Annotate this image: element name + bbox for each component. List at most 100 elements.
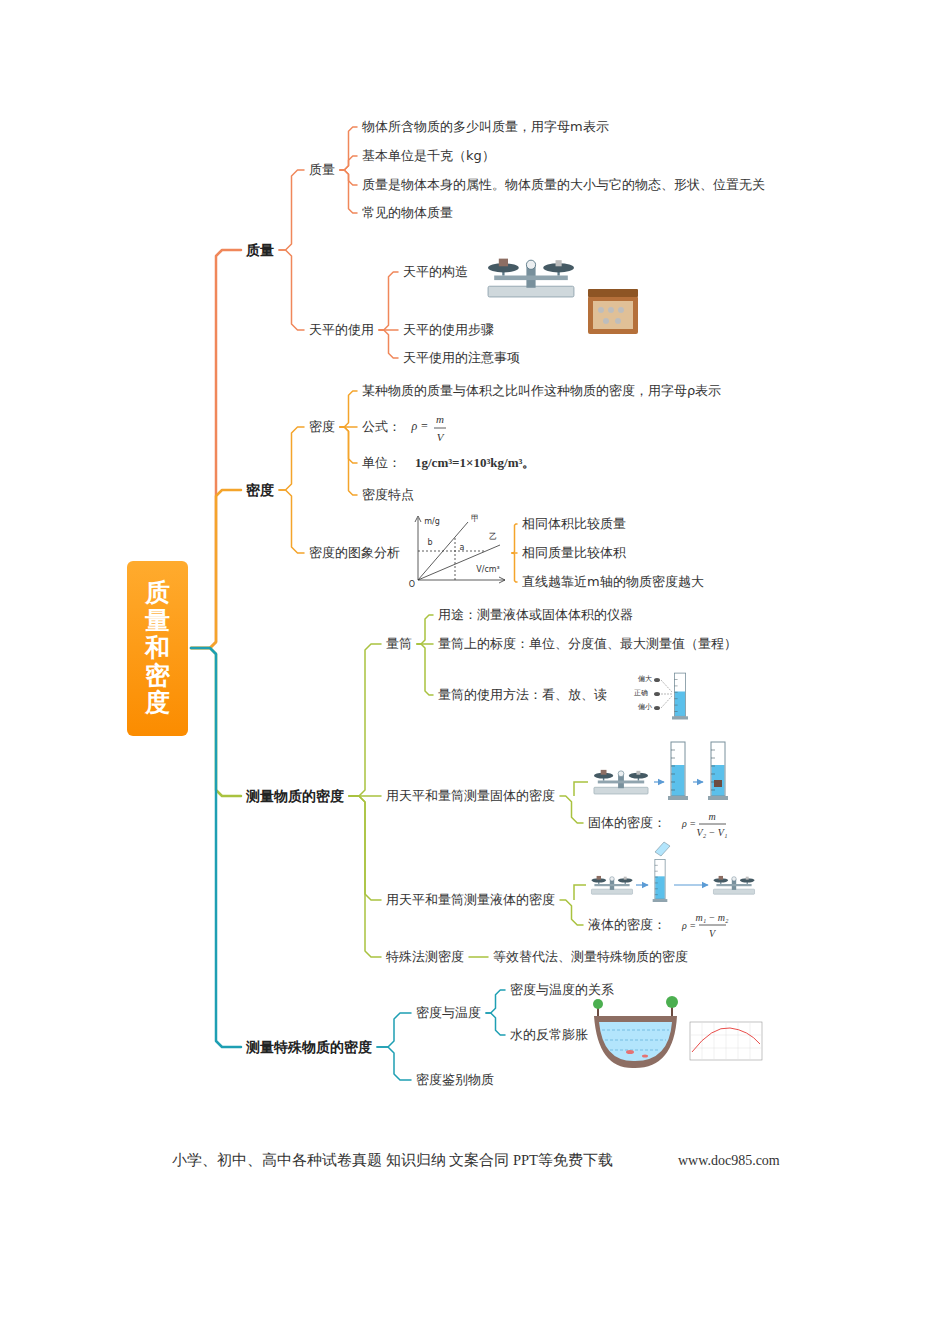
formula-text: m — [708, 811, 715, 822]
node-text: 质量 — [309, 162, 335, 177]
figure-label: a — [460, 544, 465, 553]
subtopic: 相同质量比较体积 — [520, 544, 628, 563]
node-text: 量筒上的标度：单位、分度值、最大测量值（量程） — [438, 636, 737, 651]
subtopic: 常见的物体质量 — [360, 204, 455, 223]
figure-label: V/cm³ — [476, 566, 500, 575]
branch-connector — [340, 391, 357, 427]
branch-connector — [377, 1047, 411, 1080]
water-anomaly-picture — [593, 996, 762, 1068]
subtopic: 相同体积比较质量 — [520, 515, 628, 534]
node-text: 质量和密度 — [145, 579, 170, 717]
branch-connector — [279, 490, 304, 553]
node-text: 公式： — [362, 419, 401, 434]
cylinder-reading — [654, 673, 688, 719]
cylinder-reading-part — [672, 673, 688, 719]
subtopic: 直线越靠近m轴的物质密度越大 — [520, 573, 706, 592]
branch-connector — [486, 1013, 505, 1035]
formula-text: ρ = — [412, 420, 429, 433]
liquid-measure-pictures-part — [653, 859, 668, 902]
liquid-measure-pictures-part — [674, 884, 708, 885]
subtopic: 天平使用的注意事项 — [401, 349, 522, 368]
root-topic: 质量和密度 — [127, 561, 188, 736]
node-text: 天平使用的注意事项 — [403, 350, 520, 365]
liquid-measure-pictures-part — [574, 885, 586, 900]
water-anomaly-picture-part — [690, 1022, 762, 1060]
main-branch: 质量 — [244, 240, 276, 260]
balance-picture-part — [488, 259, 574, 297]
node-text: 天平的使用 — [309, 322, 374, 337]
formula-text: m₁ − m₂ — [695, 912, 728, 923]
branch-connector — [417, 615, 433, 644]
balance-picture-part — [593, 301, 633, 329]
node-text: 用天平和量筒测量固体的密度 — [386, 788, 555, 803]
solid-measure-pictures-part — [714, 780, 722, 787]
density-graph — [415, 516, 505, 583]
subtopic: 基本单位是千克（kg） — [360, 147, 497, 166]
node-text: 密度鉴别物质 — [416, 1072, 494, 1087]
balance-picture-part — [598, 307, 604, 313]
branch-connector — [512, 524, 517, 553]
node-text: 常见的物体质量 — [362, 205, 453, 220]
main-branch: 测量特殊物质的密度 — [244, 1037, 374, 1057]
balance-picture-part — [588, 296, 638, 334]
water-anomaly-picture-part — [602, 1030, 669, 1050]
figure-label: 正确 — [634, 690, 648, 698]
figure-label: b — [427, 539, 432, 548]
subtopic: 量筒的使用方法：看、放、读 — [436, 686, 609, 705]
water-anomaly-picture-part — [642, 1055, 648, 1058]
branch-connector — [349, 644, 381, 796]
subtopic: 密度 — [307, 418, 337, 437]
subtopic: 密度的图象分析 — [307, 544, 509, 563]
branch-connector — [279, 427, 304, 490]
subtopic: 量筒上的标度：单位、分度值、最大测量值（量程） — [436, 635, 739, 654]
formula-text: V — [709, 928, 715, 939]
footer-note: 小学、初中、高中各种试卷真题 知识归纳 文案合同 PPT等免费下载 — [172, 1153, 613, 1169]
liquid-measure-pictures-part — [636, 884, 648, 885]
subtopic: 用天平和量筒测量液体的密度 — [384, 891, 557, 910]
branch-connector — [512, 553, 517, 582]
branch-connector — [279, 250, 304, 330]
subtopic: 某种物质的质量与体积之比叫作这种物质的密度，用字母ρ表示 — [360, 382, 723, 401]
subtopic: 单位：1g/cm³=1×10³kg/m³。 — [360, 454, 537, 473]
liquid-measure-pictures-part — [655, 842, 670, 856]
figure-label: m/g — [424, 518, 440, 527]
solid-measure-pictures-part — [668, 742, 688, 800]
node-text: 密度与温度的关系 — [510, 982, 614, 997]
water-anomaly-picture-part — [666, 996, 678, 1008]
cylinder-reading-part — [654, 678, 660, 682]
branch-connector — [191, 250, 241, 648]
formula-text: ρ = — [682, 920, 696, 931]
subtopic: 水的反常膨胀 — [508, 1026, 590, 1045]
node-text: 量筒 — [386, 636, 412, 651]
solid-measure-pictures-part — [594, 770, 648, 794]
node-text: 1g/cm³=1×10³kg/m³。 — [415, 455, 535, 470]
subtopic: 固体的密度： — [586, 814, 668, 833]
subtopic: 质量是物体本身的属性。物体质量的大小与它的物态、形状、位置无关 — [360, 176, 767, 195]
node-text: 质量 — [246, 242, 274, 258]
branch-connector — [340, 156, 357, 170]
node-text: 基本单位是千克（kg） — [362, 148, 495, 163]
subtopic: 天平的使用步骤 — [401, 321, 496, 340]
formula-text: V₂ − V₁ — [697, 827, 728, 838]
node-text: 相同体积比较质量 — [522, 516, 626, 531]
solid-measure-pictures-part — [574, 782, 588, 796]
node-text: 密度 — [246, 482, 274, 498]
node-text: 用天平和量筒测量液体的密度 — [386, 892, 555, 907]
subtopic: 等效替代法、测量特殊物质的密度 — [491, 948, 690, 967]
node-text: 直线越靠近m轴的物质密度越大 — [522, 574, 704, 589]
density-graph-part — [418, 518, 505, 580]
figure-label: 偏大 — [638, 676, 652, 684]
node-text: 测量特殊物质的密度 — [246, 1039, 372, 1055]
fraction-bars — [434, 428, 726, 925]
balance-picture-part — [618, 307, 624, 313]
water-anomaly-picture-part — [626, 1050, 634, 1054]
water-anomaly-picture-part — [599, 1022, 672, 1061]
node-text: 用途：测量液体或固体体积的仪器 — [438, 607, 633, 622]
node-text: 某种物质的质量与体积之比叫作这种物质的密度，用字母ρ表示 — [362, 383, 721, 398]
branch-connector — [417, 644, 433, 695]
water-anomaly-picture-part — [692, 1028, 760, 1052]
branch-connector — [379, 272, 398, 330]
water-anomaly-picture-part — [593, 999, 603, 1009]
branch-connector — [560, 796, 583, 823]
